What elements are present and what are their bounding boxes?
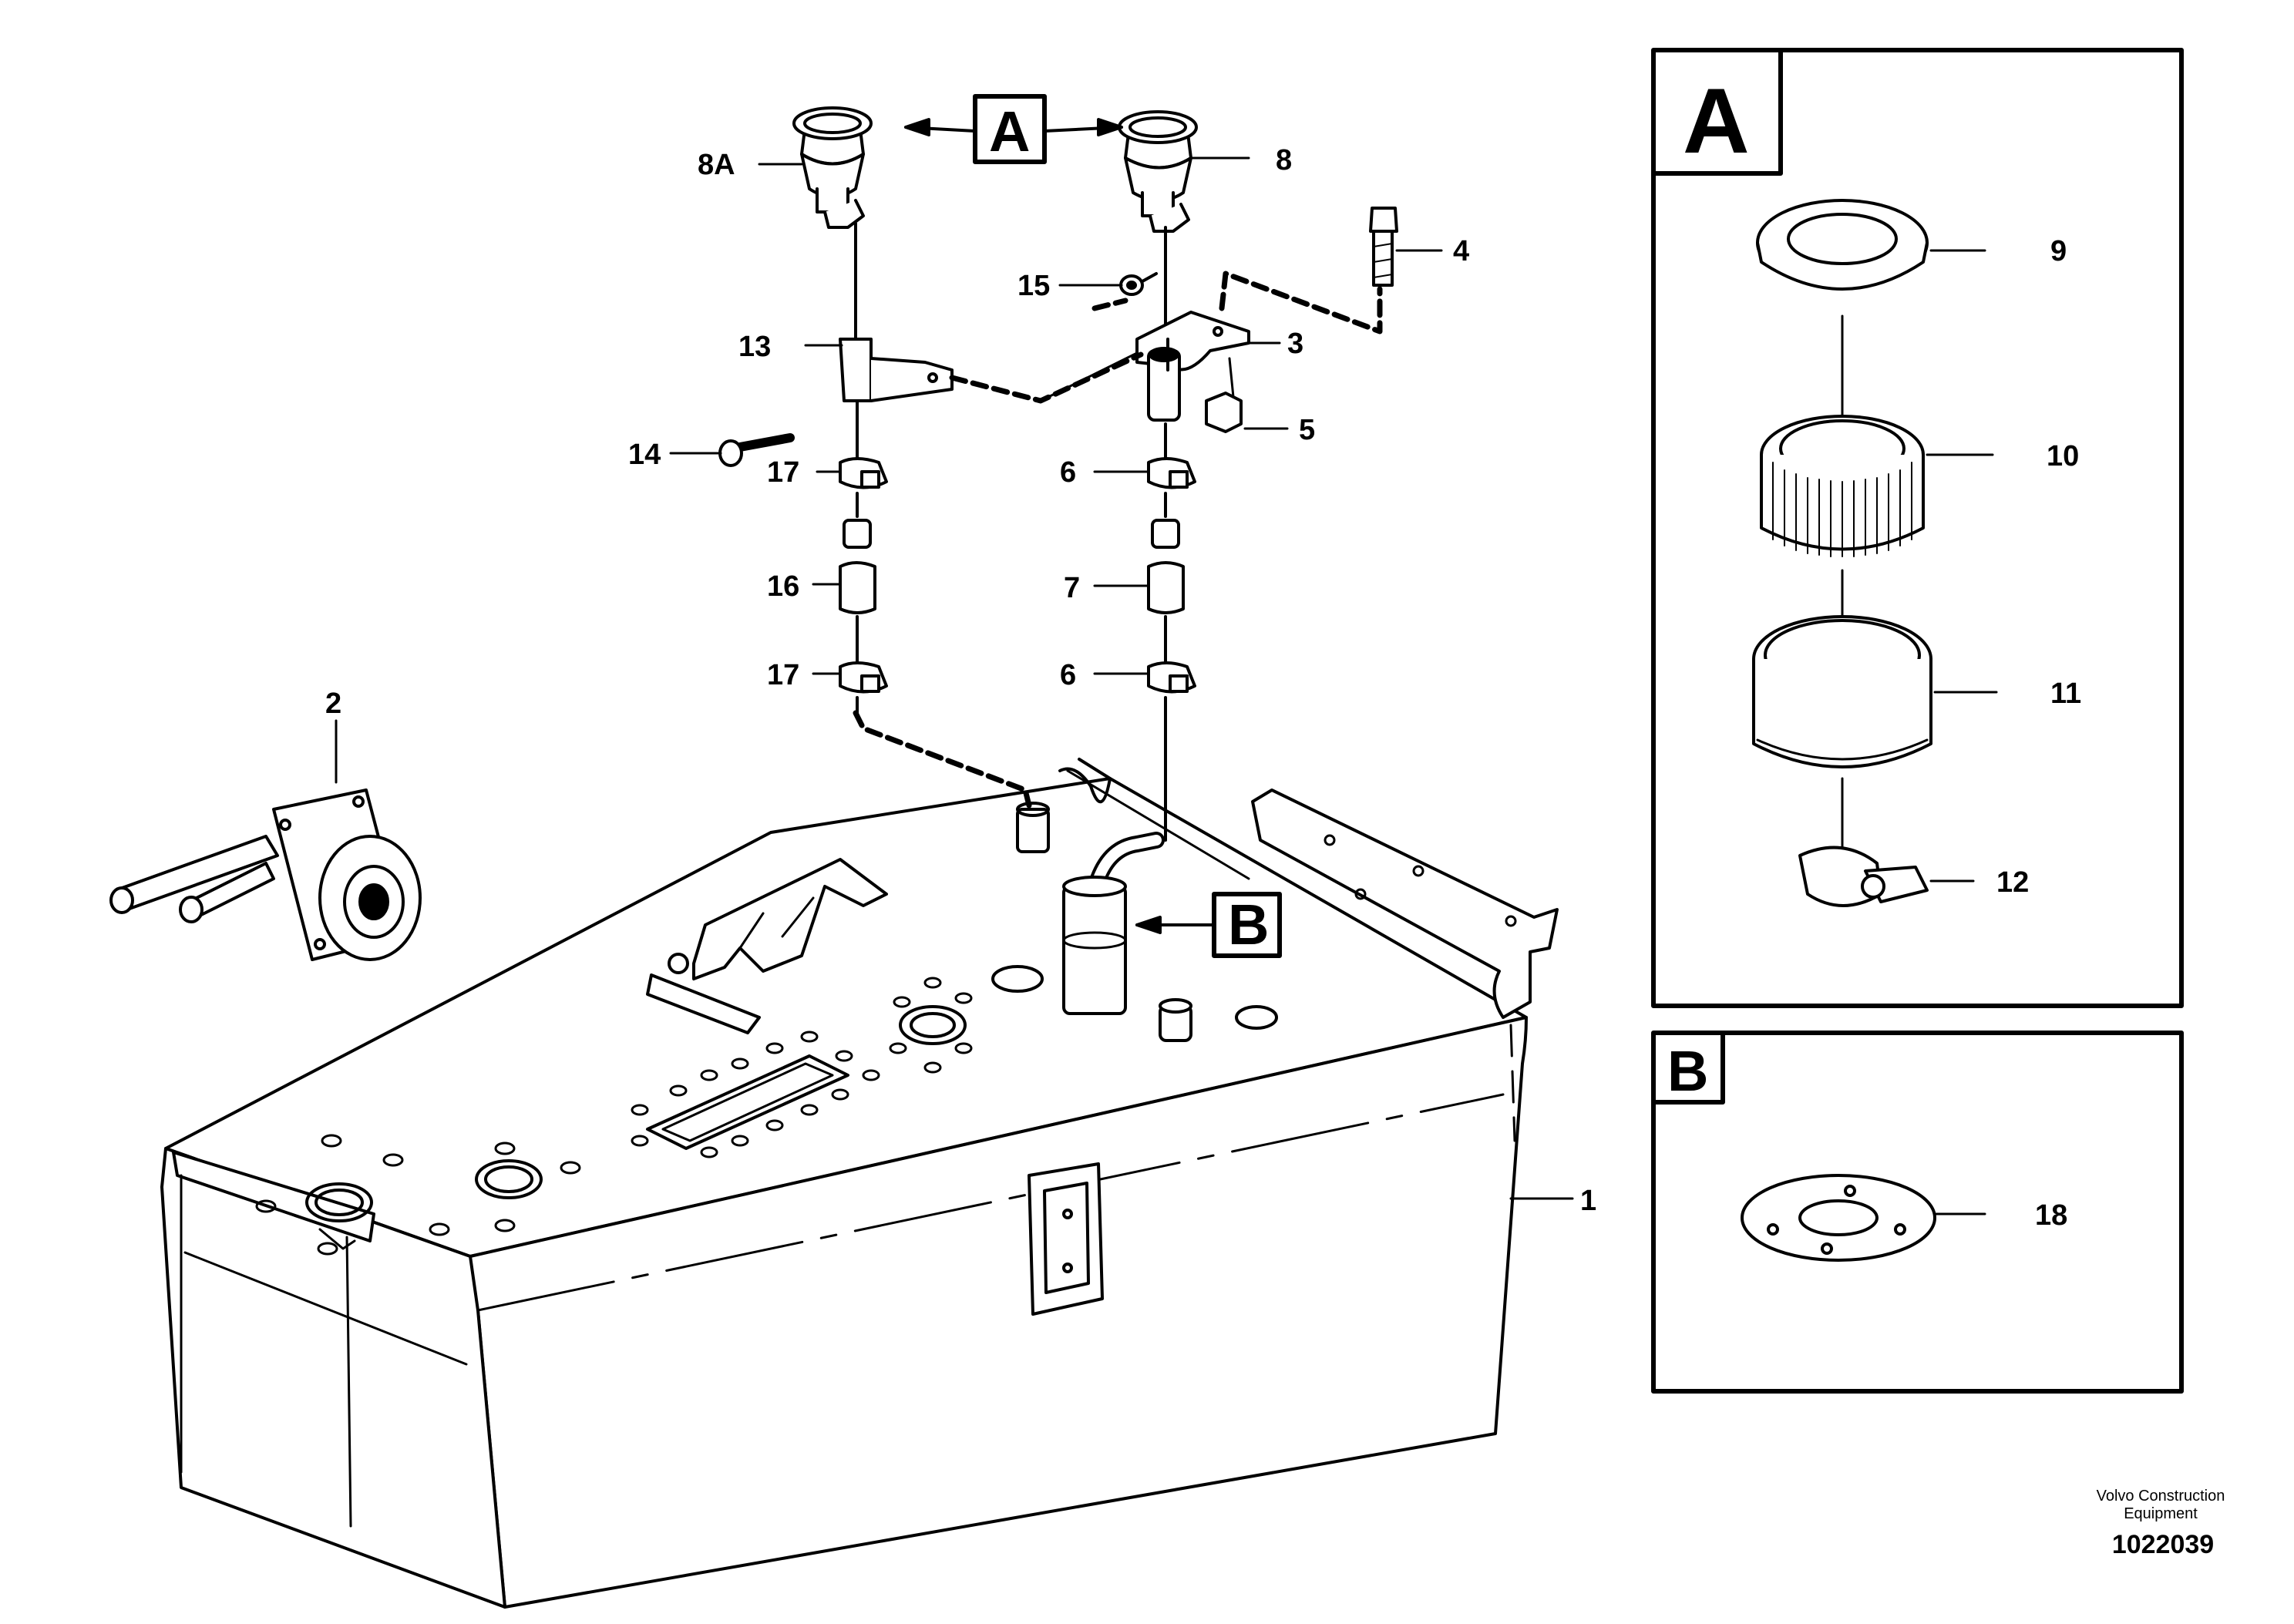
panel-a-title: A (1683, 69, 1750, 173)
ref-b-arrow (1135, 916, 1216, 934)
assembly-thin (1039, 351, 1235, 402)
callout-11: 11 (2050, 678, 2081, 710)
callout-labels: 1 2 3 4 5 6 6 7 8 8A 9 10 11 12 13 14 15… (325, 144, 2081, 1232)
callout-7: 7 (1064, 572, 1080, 604)
callout-17-lower: 17 (767, 659, 799, 691)
leader-lines (335, 156, 1574, 1200)
callout-6-lower: 6 (1060, 659, 1076, 691)
callout-10: 10 (2047, 440, 2079, 472)
detail-panel-a (1651, 48, 2184, 1008)
left-hose-assembly (718, 106, 954, 714)
callout-3: 3 (1287, 328, 1303, 360)
callout-2: 2 (325, 688, 341, 720)
ref-a-label: A (989, 99, 1030, 163)
callout-16: 16 (767, 570, 799, 603)
callout-8a: 8A (698, 149, 735, 181)
bolt-4 (1369, 207, 1398, 287)
callout-5: 5 (1299, 414, 1315, 446)
footer: Volvo Construction Equipment 1022039 (2097, 1488, 2225, 1559)
callout-4: 4 (1453, 235, 1469, 267)
fuel-tank (160, 758, 1559, 1609)
company-line-2: Equipment (2124, 1505, 2198, 1522)
callout-12: 12 (1996, 866, 2029, 899)
callout-13: 13 (738, 331, 771, 363)
tank-fitting (1016, 802, 1050, 853)
ref-a-arrows (904, 118, 1123, 136)
panel-b-title: B (1667, 1039, 1708, 1103)
ref-a-box (973, 94, 1047, 164)
callout-8: 8 (1276, 144, 1292, 177)
washer-15 (1119, 272, 1158, 296)
breather-filter (1062, 832, 1192, 1042)
callout-18: 18 (2035, 1199, 2067, 1232)
callout-6-upper: 6 (1060, 456, 1076, 489)
drawing-number: 1022039 (2112, 1530, 2214, 1559)
detail-panel-b (1651, 1031, 2184, 1394)
callout-14: 14 (628, 439, 661, 471)
company-line-1: Volvo Construction (2097, 1488, 2225, 1505)
ref-b-label: B (1228, 893, 1269, 957)
right-hose-assembly (1118, 110, 1250, 842)
callout-17-upper: 17 (767, 456, 799, 489)
callout-1: 1 (1580, 1185, 1596, 1217)
callout-15: 15 (1018, 270, 1050, 302)
fuel-sender-unit (109, 788, 422, 961)
callout-9: 9 (2050, 235, 2067, 267)
ref-b-box (1212, 892, 1282, 958)
